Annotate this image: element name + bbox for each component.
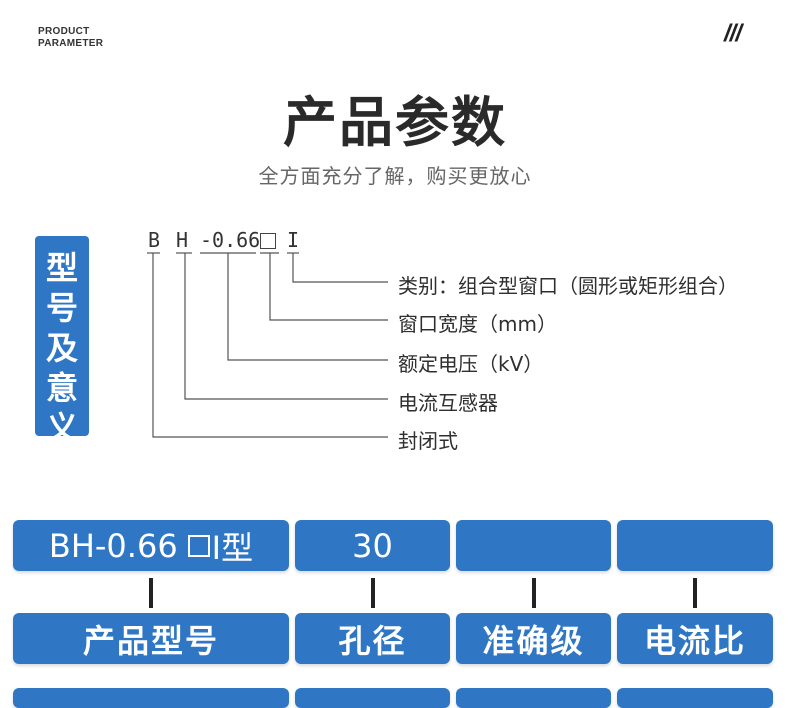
leader-ct — [184, 253, 388, 400]
window-square-icon — [187, 534, 210, 557]
page-title: 产品参数 — [283, 91, 507, 154]
value-hole: 30 — [295, 520, 450, 571]
page-subtitle: 全方面充分了解，购买更放心 — [258, 164, 532, 188]
tab-char: 号 — [45, 289, 78, 327]
meaning-voltage: 额定电压（kV） — [398, 352, 544, 376]
meaning-ct: 电流互感器 — [398, 391, 498, 415]
tab-char: 及 — [45, 329, 78, 367]
header-model: 产品型号 — [13, 613, 289, 664]
leader-closed — [152, 253, 388, 438]
model-meaning-tab: 型 号 及 意 义 — [35, 236, 89, 447]
value-ratio — [617, 520, 773, 571]
connector-accuracy — [532, 578, 536, 608]
code-window-square — [260, 233, 276, 249]
tab-char: 型 — [45, 249, 78, 287]
code-char-h: H — [176, 228, 189, 252]
section-tag: PRODUCT PARAMETER — [38, 26, 103, 50]
code-char-voltage: -0.66 — [200, 228, 261, 252]
connector-model — [149, 578, 153, 608]
meaning-closed: 封闭式 — [398, 429, 458, 453]
section-tag-line2: PARAMETER — [38, 38, 104, 49]
code-char-type: I — [287, 228, 300, 252]
meaning-type: 类别：组合型窗口（圆形或矩形组合） — [398, 274, 738, 298]
value-model: BH-0.66 I型 — [13, 520, 289, 571]
header-ratio: 电流比 — [617, 613, 773, 664]
connector-ratio — [693, 578, 697, 608]
code-char-b: B — [148, 228, 161, 252]
leader-window — [269, 253, 388, 321]
slash-decoration: /// — [724, 20, 742, 47]
section-tag-line1: PRODUCT — [38, 26, 90, 37]
next-row-cell — [13, 688, 289, 708]
header-hole: 孔径 — [295, 613, 450, 664]
connector-hole — [371, 578, 375, 608]
tab-char: 意 — [45, 369, 78, 407]
header-accuracy: 准确级 — [456, 613, 611, 664]
leader-type — [292, 253, 388, 283]
value-model-prefix: BH-0.66 — [48, 526, 178, 565]
value-accuracy — [456, 520, 611, 571]
next-row-cell — [617, 688, 773, 708]
value-model-suffix: I型 — [211, 528, 254, 567]
next-row-cell — [295, 688, 450, 708]
meaning-window: 窗口宽度（mm） — [398, 312, 557, 336]
leader-voltage — [227, 253, 388, 361]
tab-char: 义 — [45, 409, 78, 447]
next-row-cell — [456, 688, 611, 708]
